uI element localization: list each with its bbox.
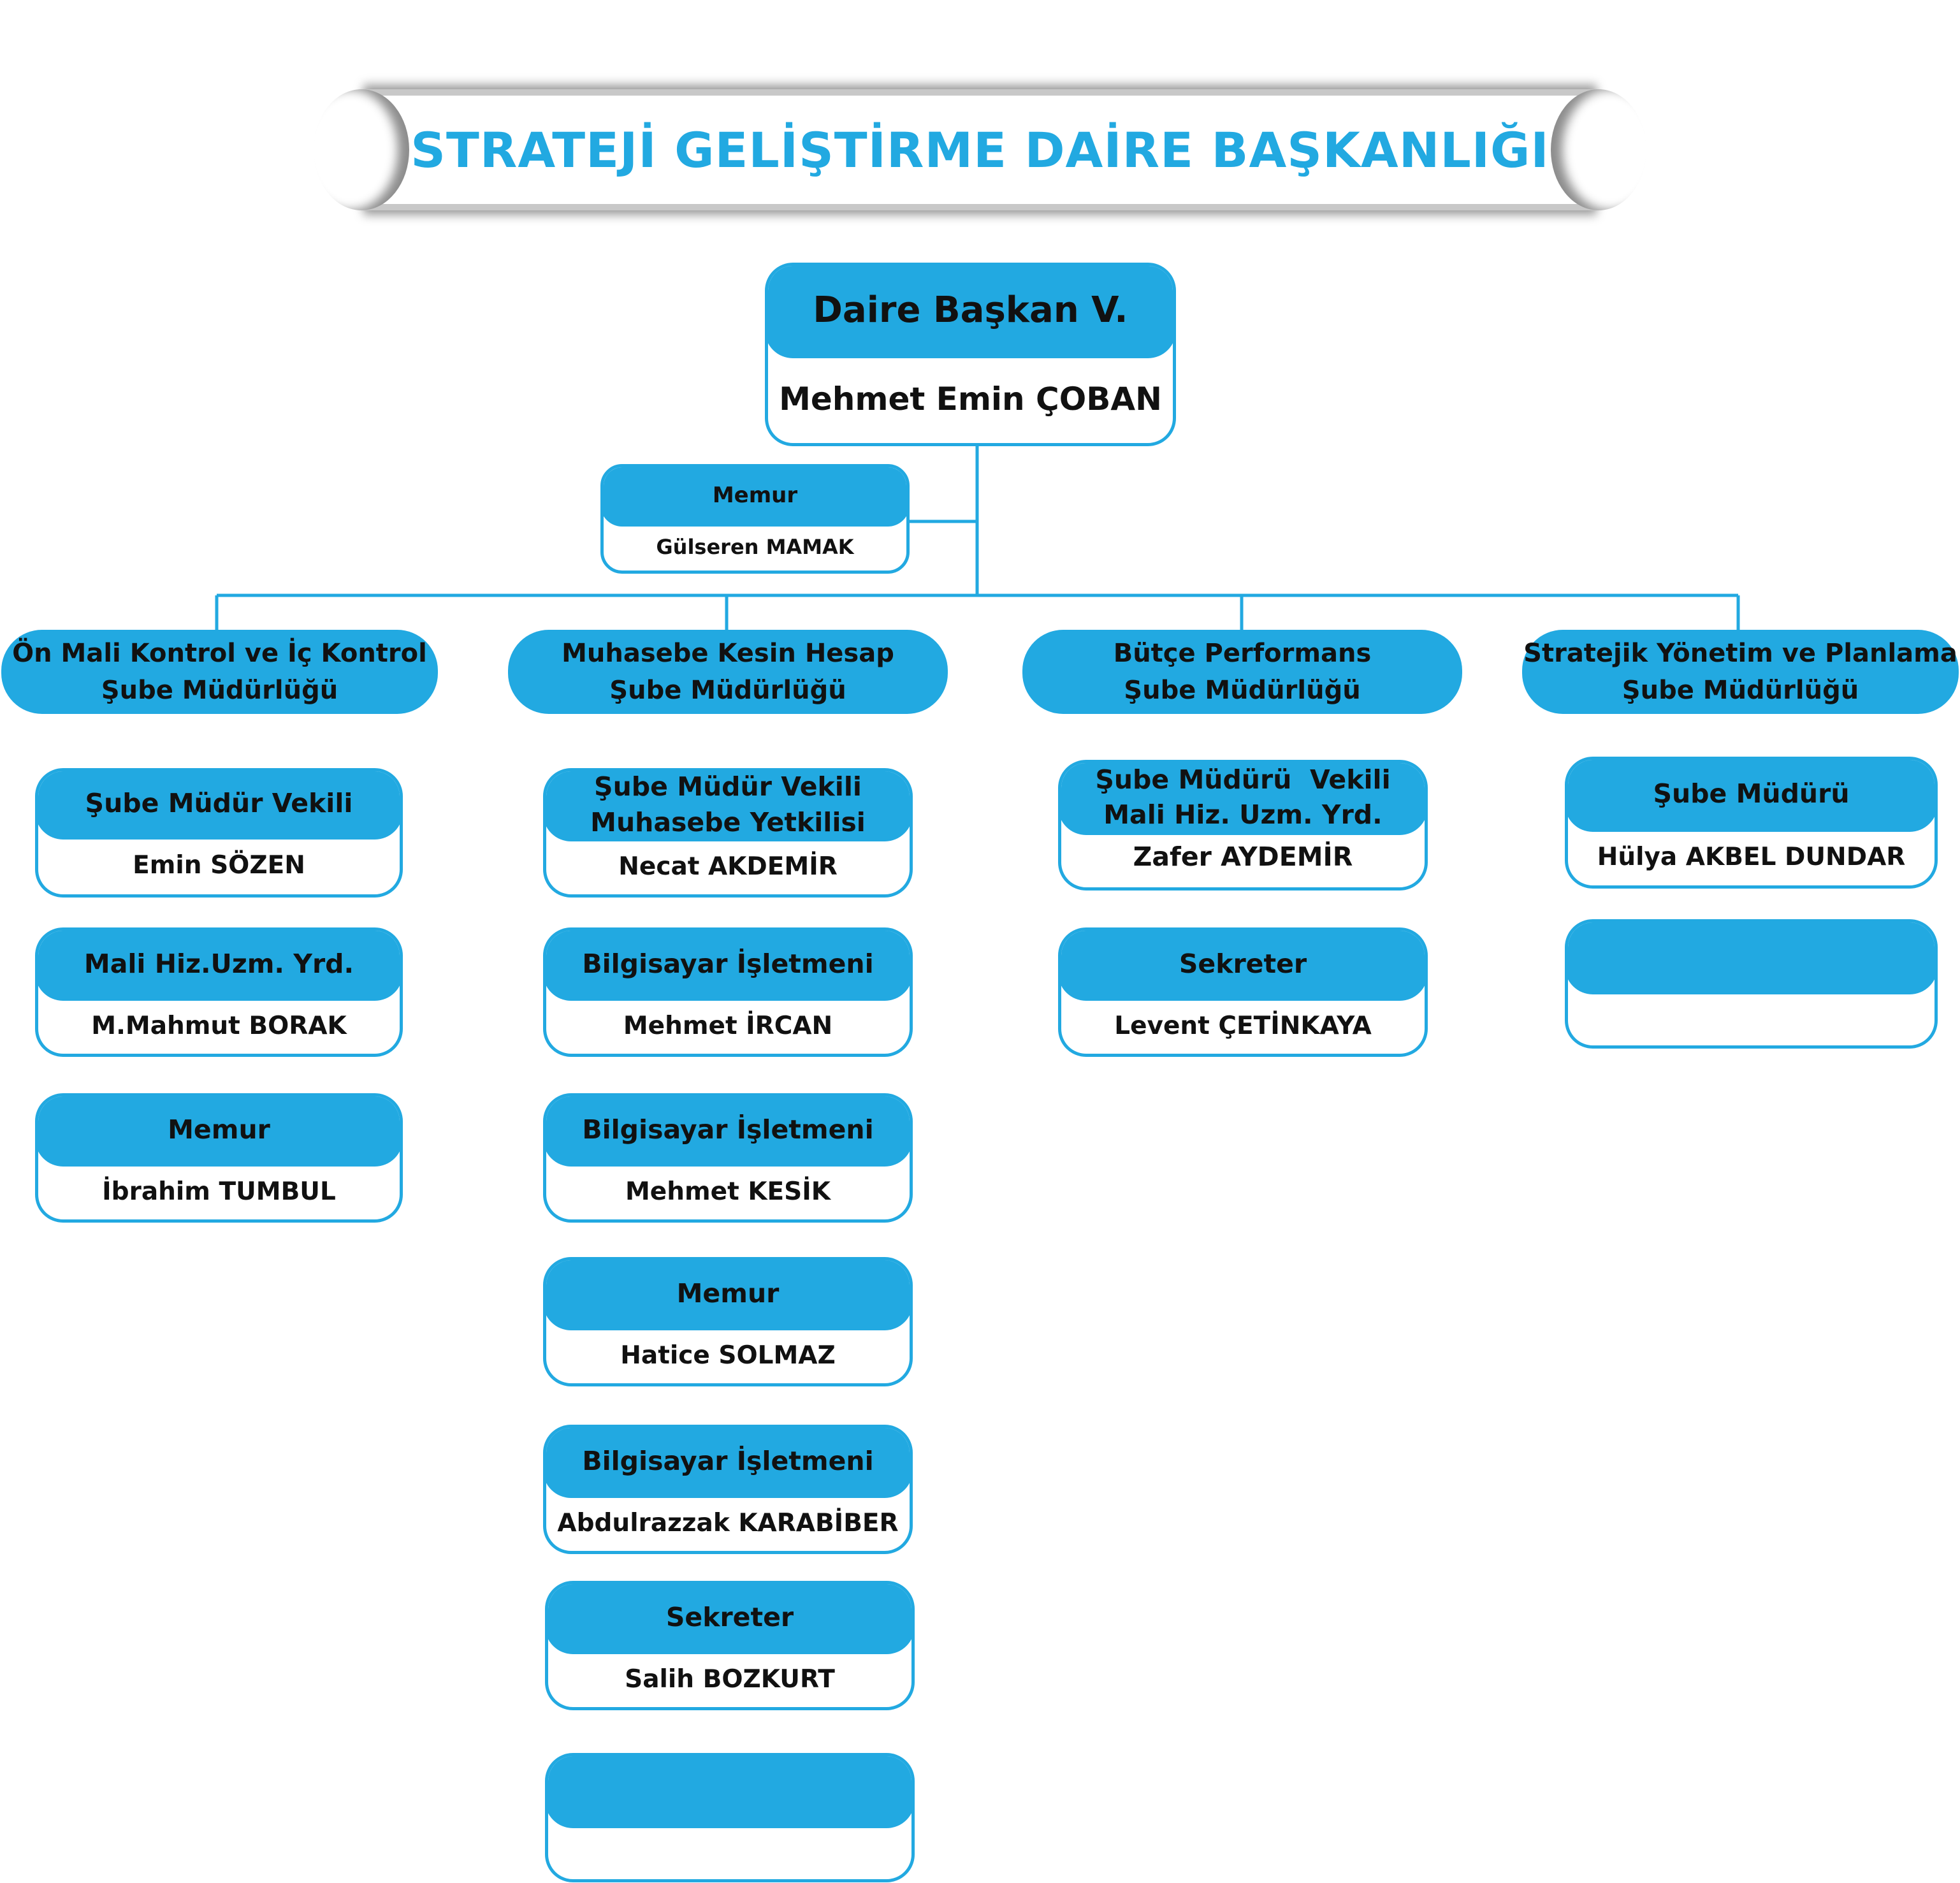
staff-name: Hülya AKBEL DUNDAR	[1597, 843, 1906, 871]
unit-name-line2: Şube Müdürlüğü	[1124, 676, 1361, 705]
staff-role: Bilgisayar İşletmeni	[546, 931, 910, 1001]
unit-name-line1: Bütçe Performans	[1113, 639, 1372, 668]
head-role: Daire Başkan V.	[768, 266, 1173, 358]
staff-role: Memur	[38, 1096, 400, 1167]
staff-role: Mali Hiz.Uzm. Yrd.	[38, 931, 400, 1001]
head-card: Daire Başkan V. Mehmet Emin ÇOBAN	[765, 263, 1176, 446]
title-banner: STRATEJİ GELİŞTİRME DAİRE BAŞKANLIĞI	[314, 89, 1646, 210]
staff-card: Bilgisayar İşletmeni Abdulrazzak KARABİB…	[543, 1425, 913, 1554]
banner-left-curl	[314, 89, 409, 210]
assistant-card: Memur Gülseren MAMAK	[600, 464, 910, 574]
staff-card: Sekreter Levent ÇETİNKAYA	[1058, 927, 1428, 1057]
staff-role: Şube Müdür Vekili	[594, 771, 862, 803]
staff-role: Şube Müdürü Vekili	[1095, 764, 1391, 795]
staff-name: Abdulrazzak KARABİBER	[557, 1508, 899, 1538]
staff-role: Şube Müdür Vekili	[38, 771, 400, 840]
unit-name-line1: Muhasebe Kesin Hesap	[562, 639, 894, 668]
unit-name-line2: Şube Müdürlüğü	[101, 676, 338, 705]
staff-role: Bilgisayar İşletmeni	[546, 1096, 910, 1167]
staff-name: Necat AKDEMİR	[618, 852, 838, 881]
staff-role: Bilgisayar İşletmeni	[546, 1428, 910, 1498]
staff-name	[548, 1825, 911, 1879]
staff-name: Levent ÇETİNKAYA	[1114, 1011, 1372, 1040]
staff-card: Bilgisayar İşletmeni Mehmet İRCAN	[543, 927, 913, 1057]
staff-card: Şube Müdürü Hülya AKBEL DUNDAR	[1565, 757, 1938, 889]
staff-role	[1568, 922, 1935, 994]
staff-card: Memur Hatice SOLMAZ	[543, 1257, 913, 1386]
staff-card: Şube Müdür Vekili Emin SÖZEN	[35, 768, 403, 898]
head-name: Mehmet Emin ÇOBAN	[779, 381, 1162, 418]
staff-role: Sekreter	[548, 1584, 911, 1654]
staff-name: Salih BOZKURT	[625, 1664, 835, 1694]
staff-role-line2: Mali Hiz. Uzm. Yrd.	[1103, 799, 1383, 830]
unit-name-line1: Stratejik Yönetim ve Planlama	[1523, 639, 1957, 668]
unit-name-line2: Şube Müdürlüğü	[1622, 676, 1859, 705]
staff-name: M.Mahmut BORAK	[91, 1011, 347, 1040]
staff-name: Emin SÖZEN	[133, 851, 305, 880]
staff-name: Mehmet İRCAN	[623, 1011, 833, 1040]
staff-role: Sekreter	[1061, 931, 1425, 1001]
assistant-role: Memur	[604, 467, 906, 527]
banner-right-curl	[1551, 89, 1646, 210]
staff-role: Şube Müdürü	[1568, 760, 1935, 832]
page-title: STRATEJİ GELİŞTİRME DAİRE BAŞKANLIĞI	[410, 121, 1550, 178]
unit-name-line1: Ön Mali Kontrol ve İç Kontrol	[12, 639, 427, 668]
staff-card-empty	[545, 1753, 915, 1882]
staff-card-empty	[1565, 919, 1938, 1049]
assistant-name: Gülseren MAMAK	[656, 535, 854, 559]
staff-name: Zafer AYDEMİR	[1133, 841, 1353, 872]
staff-name: İbrahim TUMBUL	[102, 1177, 336, 1206]
staff-card: Memur İbrahim TUMBUL	[35, 1093, 403, 1223]
staff-role-line2: Muhasebe Yetkilisi	[590, 806, 866, 838]
staff-name	[1568, 991, 1935, 1045]
staff-role: Memur	[546, 1260, 910, 1330]
staff-card: Sekreter Salih BOZKURT	[545, 1581, 915, 1710]
staff-card: Mali Hiz.Uzm. Yrd. M.Mahmut BORAK	[35, 927, 403, 1057]
staff-name: Hatice SOLMAZ	[620, 1341, 836, 1370]
staff-name: Mehmet KESİK	[625, 1177, 831, 1206]
staff-card: Bilgisayar İşletmeni Mehmet KESİK	[543, 1093, 913, 1223]
staff-role	[548, 1756, 911, 1828]
unit-name-line2: Şube Müdürlüğü	[609, 676, 846, 705]
